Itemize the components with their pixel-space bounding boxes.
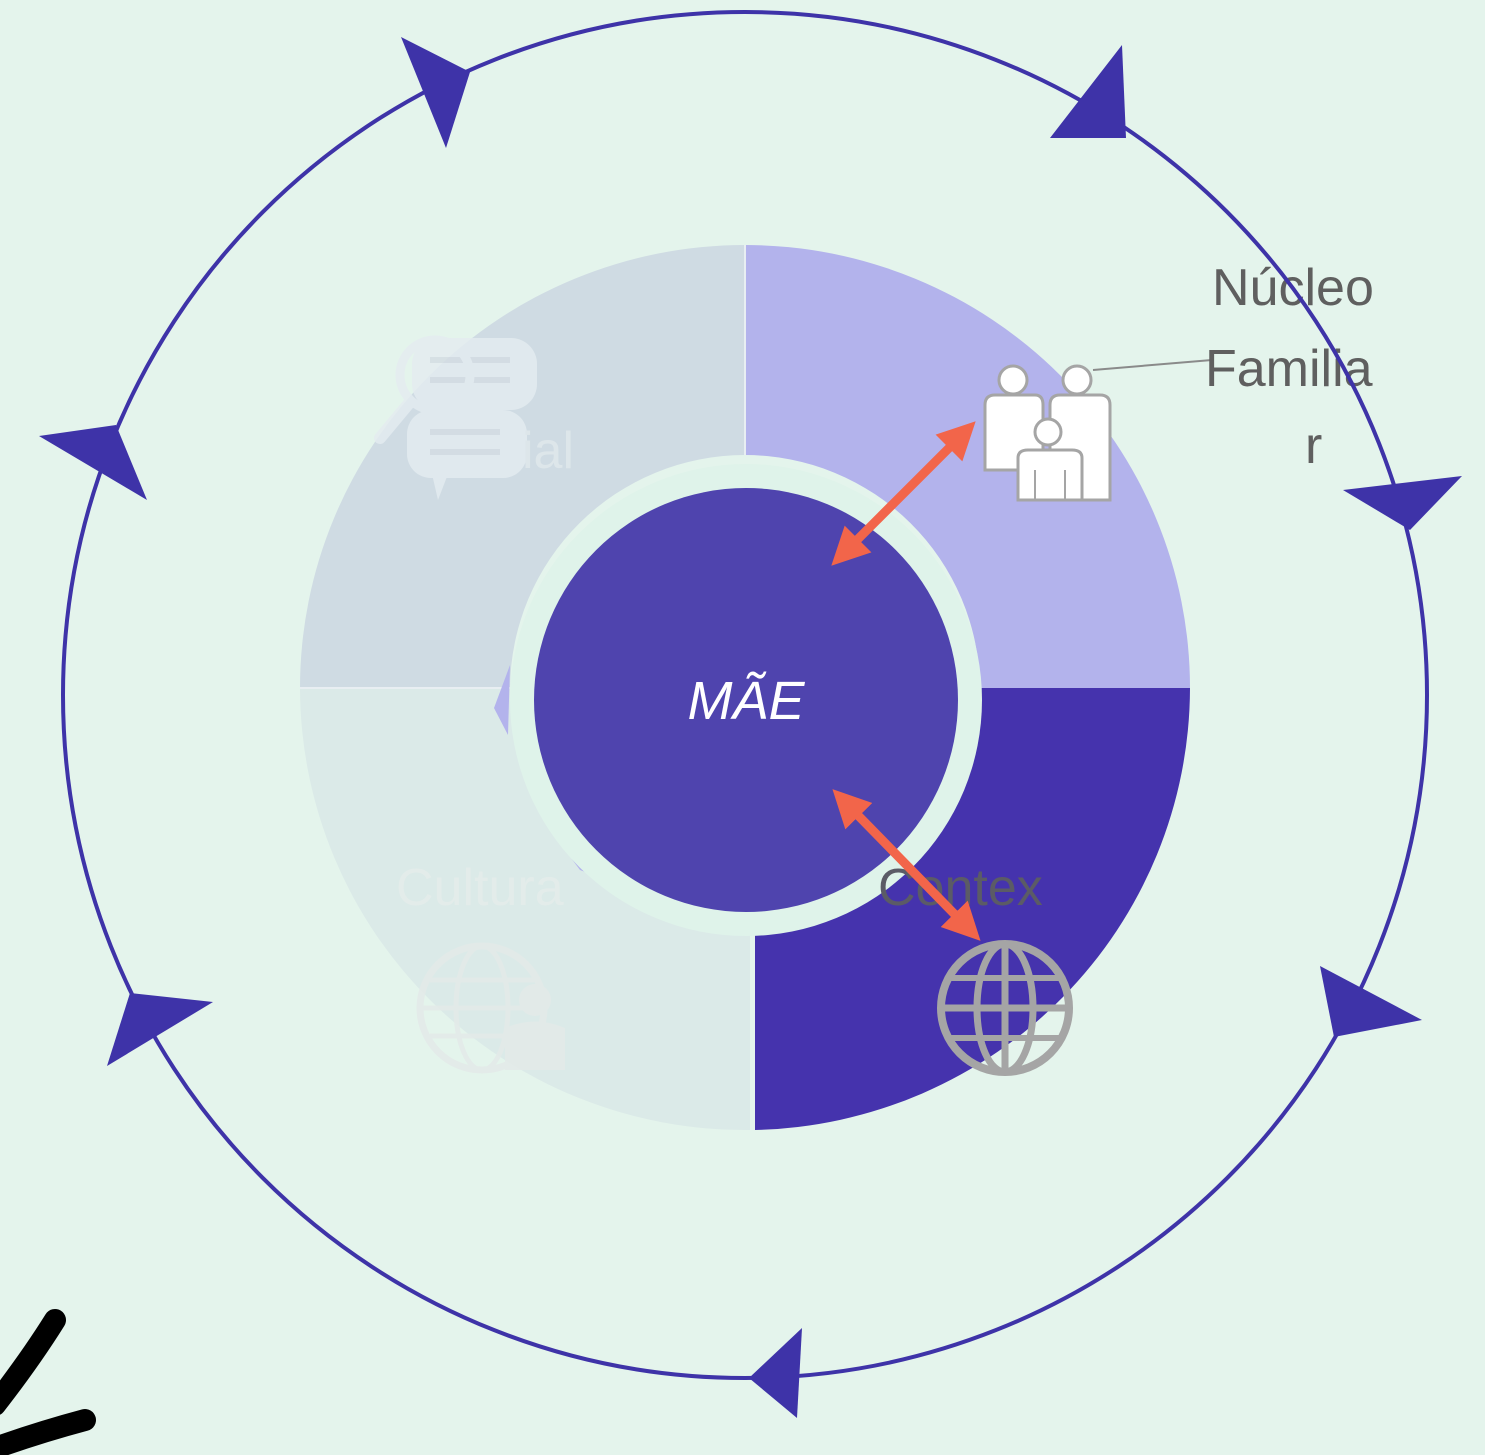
- segment-cultura: [300, 688, 750, 1131]
- segment-label-contexto: Contex: [878, 859, 1043, 917]
- marker-stroke-decoration: [0, 1309, 96, 1455]
- connector-arrow-nucleo: [831, 421, 976, 566]
- segment-label-nucleo-line3: r: [1305, 417, 1322, 475]
- segment-label-cultura: Cultura: [396, 859, 564, 917]
- orbit-arrowhead-icon: [39, 425, 147, 500]
- chat-search-icon: [374, 335, 537, 500]
- orbit-arrowhead-icon: [1320, 966, 1422, 1037]
- outer-orbit-ring: [61, 10, 1429, 1380]
- orbit-arrowhead-icon: [749, 1328, 802, 1418]
- orbit-arrowheads: [39, 37, 1462, 1418]
- globe-person-icon: [416, 942, 565, 1074]
- connector-arrow-contexto: [832, 789, 981, 941]
- orbit-arrowhead-icon: [1050, 45, 1126, 138]
- orbit-arrowhead-icon: [1343, 476, 1462, 530]
- orbit-arrowhead-icon: [401, 37, 470, 148]
- family-icon: [983, 364, 1112, 502]
- segment-label-social: ial: [522, 422, 574, 480]
- segment-label-nucleo-line2: Familia: [1205, 340, 1373, 398]
- orbit-arrowhead-icon: [107, 993, 213, 1066]
- globe-icon: [937, 940, 1073, 1076]
- center-label: MÃE: [687, 671, 805, 731]
- nucleo-callout-line: [1092, 359, 1213, 371]
